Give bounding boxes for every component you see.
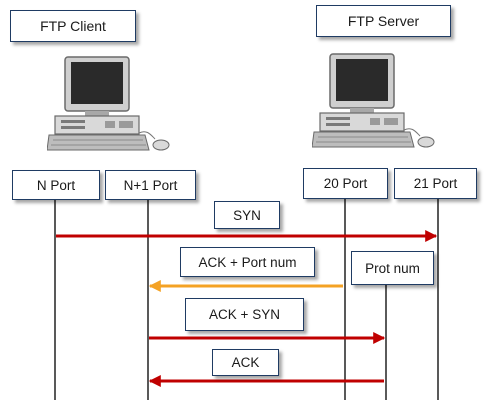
n1-port-box: N+1 Port — [105, 170, 196, 200]
ack-syn-label: ACK + SYN — [185, 298, 304, 331]
ack-label: ACK — [212, 349, 279, 376]
desktop-computer-icon — [312, 53, 435, 148]
port-20-box: 20 Port — [303, 168, 388, 199]
prot-num-label: Prot num — [351, 251, 434, 285]
ftp-server-title: FTP Server — [316, 5, 451, 37]
syn-label: SYN — [214, 201, 280, 229]
n-port-box: N Port — [12, 170, 100, 200]
desktop-computer-icon — [47, 56, 170, 151]
port-21-box: 21 Port — [394, 168, 477, 199]
ack-port-num-label: ACK + Port num — [180, 247, 315, 277]
ftp-client-title: FTP Client — [10, 10, 136, 42]
